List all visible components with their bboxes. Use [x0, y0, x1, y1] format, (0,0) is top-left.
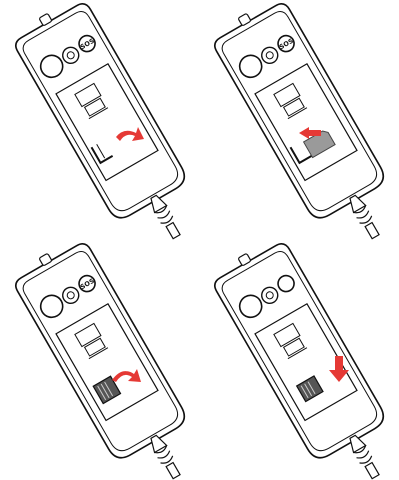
card-slot-upper — [74, 82, 102, 108]
step-1-panel: SOS — [0, 0, 200, 240]
phone-step-3: SOS — [15, 243, 186, 480]
camera-ring-icon — [238, 54, 263, 79]
sim-latch-locked — [295, 375, 324, 403]
sim-latch-closing — [92, 375, 122, 405]
phone-step-4 — [214, 243, 385, 480]
usb-cable — [353, 445, 373, 464]
step-3-panel: SOS — [0, 240, 200, 480]
close-latch-arrow-icon — [112, 369, 141, 382]
button-ring-icon — [261, 286, 279, 305]
usb-cable — [154, 445, 174, 464]
step-4-panel — [199, 240, 399, 480]
camera-ring-icon — [39, 294, 64, 319]
press-down-arrow-icon — [329, 356, 349, 382]
top-connector-icon — [238, 13, 251, 26]
button-ring-icon — [62, 286, 80, 305]
sos-button-icon — [78, 274, 96, 293]
camera-ring-icon — [39, 54, 64, 79]
usb-cable — [353, 205, 373, 224]
sos-button-icon — [277, 34, 295, 53]
battery-compartment — [254, 63, 358, 182]
button-ring-icon — [62, 46, 80, 65]
sos-button-icon — [277, 274, 295, 293]
top-connector-icon — [238, 253, 251, 266]
button-ring-icon — [261, 46, 279, 65]
step-2-panel: SOS — [199, 0, 399, 240]
battery-compartment — [254, 303, 358, 422]
lift-latch-arrow-icon — [116, 127, 144, 141]
camera-ring-icon — [238, 294, 263, 319]
top-connector-icon — [39, 253, 52, 266]
insert-card-arrow-icon — [299, 127, 321, 139]
phone-step-1: SOS — [15, 3, 186, 240]
sos-button-icon — [78, 34, 96, 53]
top-connector-icon — [39, 13, 52, 26]
usb-cable — [154, 205, 174, 224]
sim-latch-open — [90, 146, 114, 165]
battery-compartment — [55, 63, 159, 182]
phone-step-2: SOS — [214, 3, 385, 240]
sim-latch-open — [289, 146, 313, 165]
battery-compartment — [55, 303, 159, 422]
